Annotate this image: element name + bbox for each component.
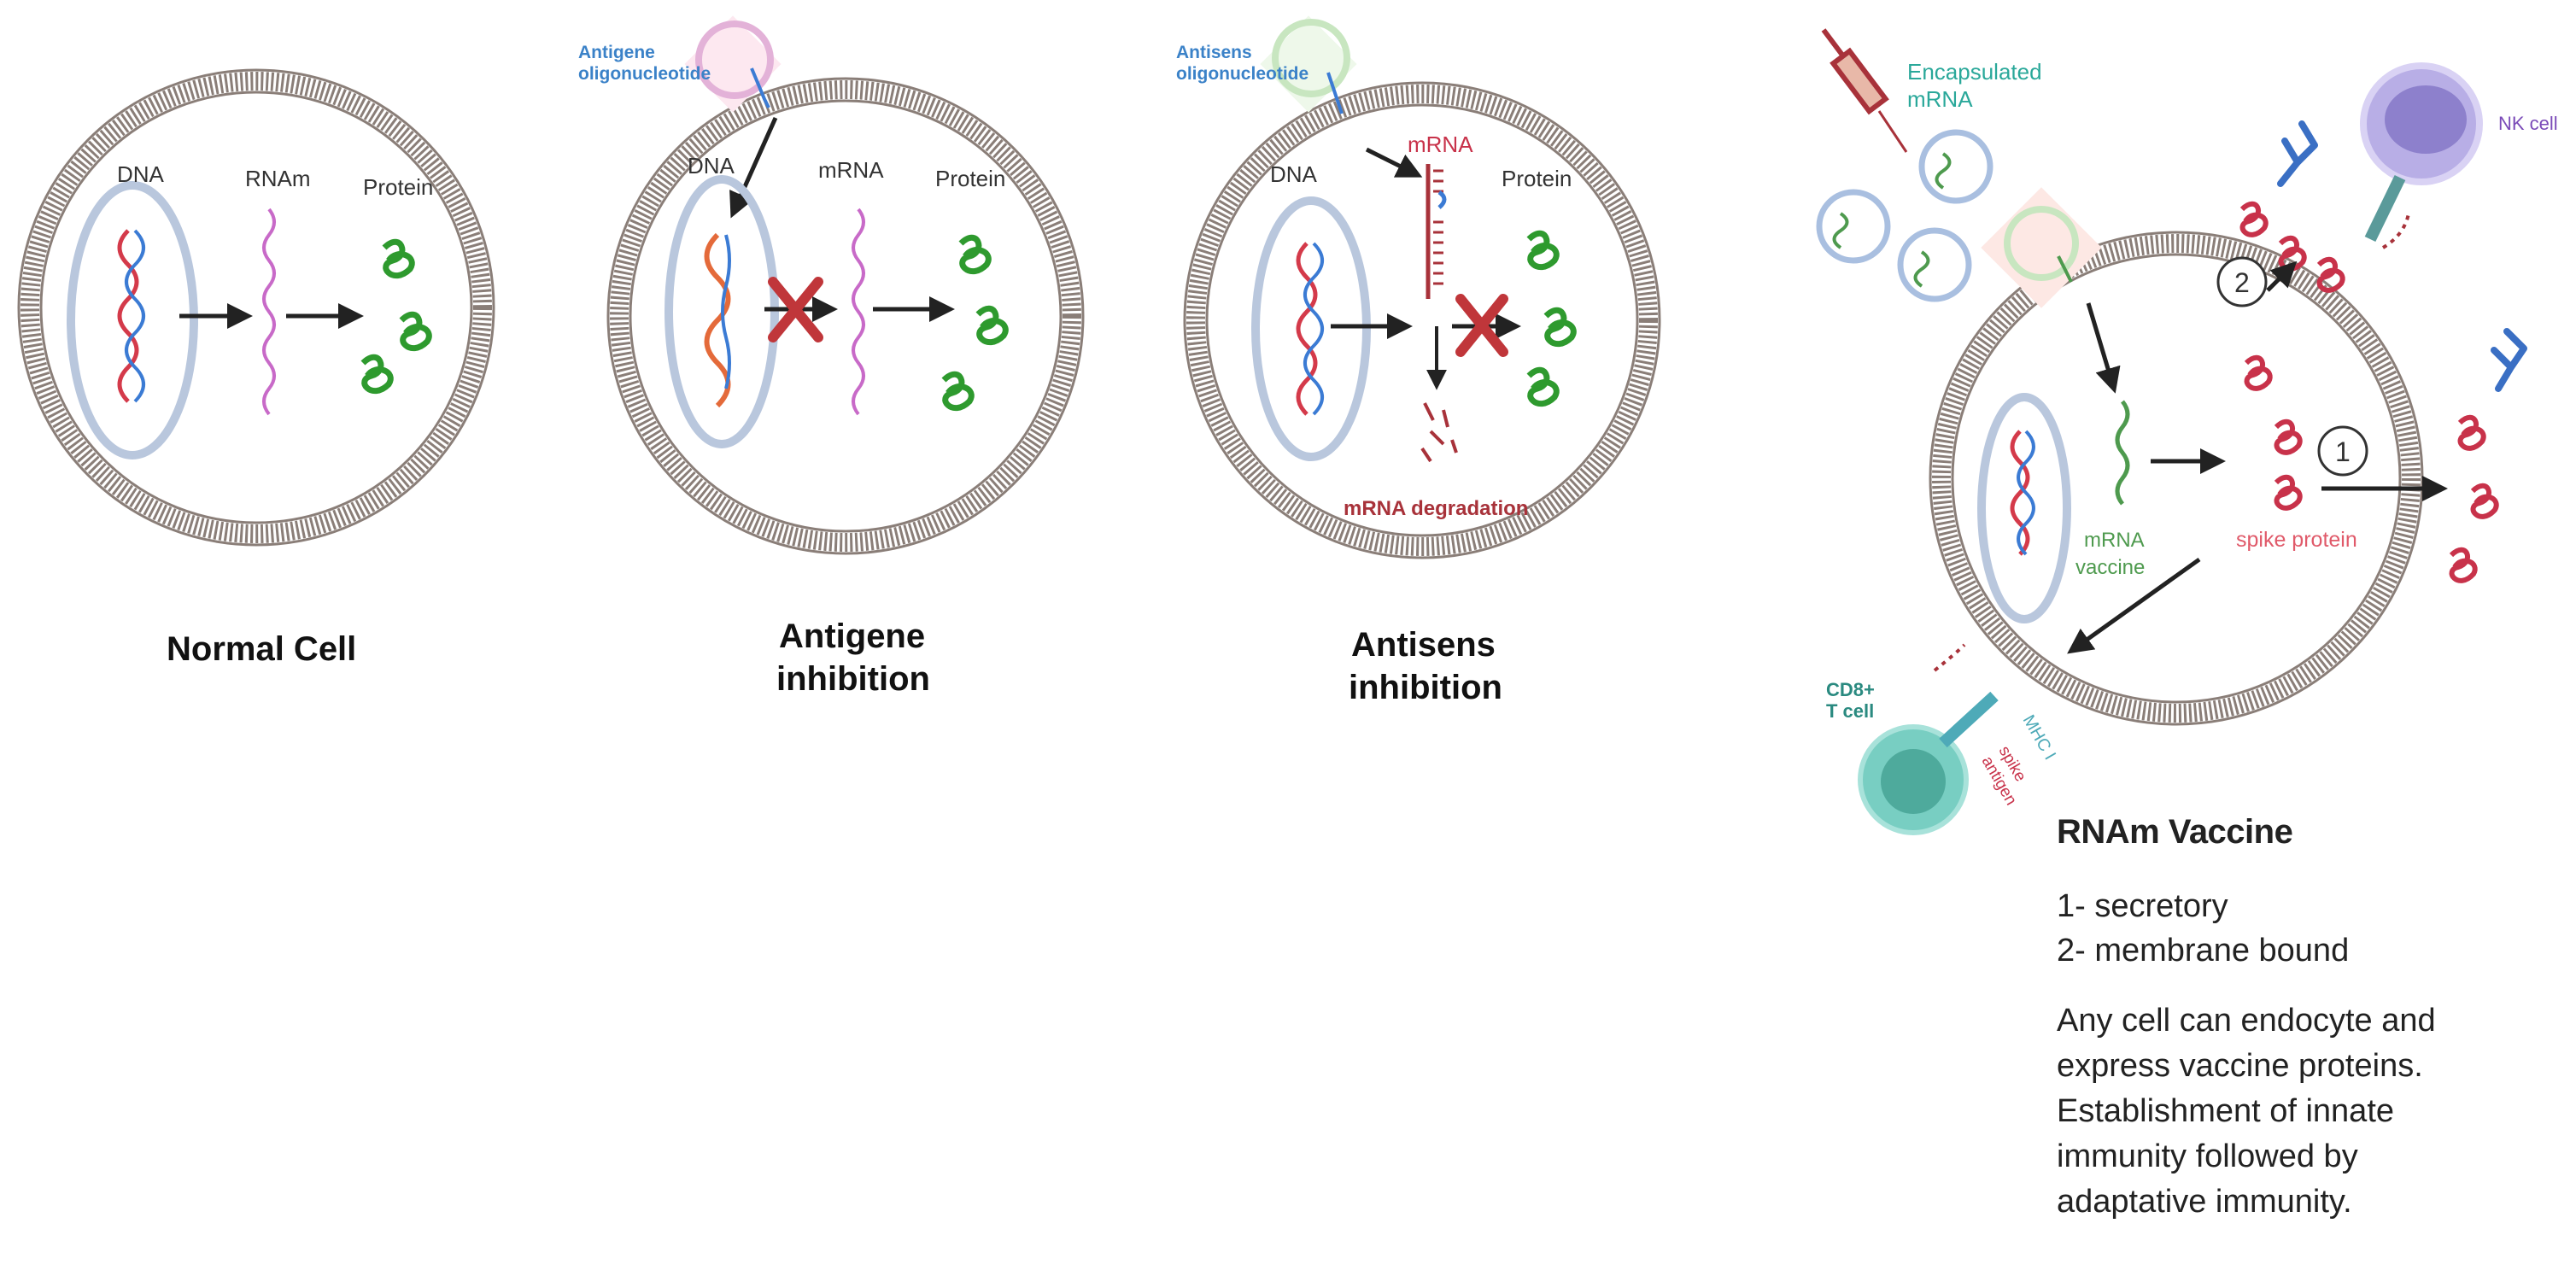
legend-paragraph-line: Establishment of innate	[2057, 1093, 2395, 1129]
protein-label: Protein	[363, 174, 433, 200]
nucleus	[664, 175, 779, 448]
cell-membrane-outer-line	[606, 77, 1085, 555]
panel-caption-line2: inhibition	[776, 660, 930, 698]
degraded-mrna-icon	[1420, 402, 1458, 463]
dna-triplex-strand	[721, 234, 731, 389]
cd8-label-line1: CD8+	[1826, 679, 1875, 700]
liposome-icon	[695, 20, 774, 99]
spike-protein-icon	[2239, 201, 2499, 583]
panel-vaccine: Encapsulated mRNA mRNA vaccine	[1816, 28, 2558, 835]
step-2-number: 2	[2234, 267, 2250, 298]
protein-icon	[1526, 230, 1577, 407]
legend-paragraph-line: Any cell can endocyte and	[2057, 1003, 2436, 1039]
mrna-in-endosome	[2057, 255, 2073, 283]
rna-strand	[262, 208, 276, 416]
oligonucleotide-strand	[750, 67, 770, 108]
nk-cell-label: NK cell	[2498, 113, 2558, 134]
rna-strand	[852, 208, 865, 416]
step-1-number: 1	[2335, 436, 2351, 467]
step-1-badge	[2317, 425, 2368, 477]
nucleus	[67, 181, 198, 459]
mrna-vaccine-strand	[2115, 400, 2130, 506]
legend-paragraph-line: express vaccine proteins.	[2057, 1048, 2423, 1084]
encapsulated-label-line2: mRNA	[1907, 86, 1973, 112]
rna-label: RNAm	[245, 166, 311, 191]
oligo-label-line2: oligonucleotide	[578, 64, 711, 84]
oligo-label-line1: Antigene	[578, 43, 655, 62]
protein-label: Protein	[935, 166, 1005, 191]
dna-strand-secondary	[125, 229, 145, 403]
arrow-mhc-presentation	[2067, 557, 2201, 654]
arrow-oligo-to-dna	[729, 116, 778, 219]
panel-caption-line1: Antisens	[1351, 626, 1496, 664]
mrna-vaccine-label-line2: vaccine	[2075, 556, 2145, 579]
dna-strand-secondary	[1303, 242, 1324, 416]
panel-caption-line2: inhibition	[1349, 669, 1502, 706]
legend-line-secretory: 1- secretory	[2057, 888, 2228, 924]
lipid-nanoparticle-icon	[1816, 129, 1993, 302]
arrow-oligo-to-mrna	[1365, 147, 1423, 178]
panel-caption-line1: Antigene	[779, 618, 925, 655]
dna-strand-secondary	[2017, 430, 2035, 556]
cell-membrane	[20, 72, 492, 543]
mrna-label: mRNA	[1408, 132, 1473, 157]
legend-line-membrane-bound: 2- membrane bound	[2057, 933, 2350, 969]
cell-membrane-outer-line	[1183, 81, 1661, 559]
dna-strand	[117, 229, 139, 403]
step-2-badge	[2216, 256, 2268, 307]
rna-label: mRNA	[818, 157, 884, 183]
dna-strand	[2010, 430, 2030, 556]
liposome-icon	[1272, 19, 1350, 97]
legend-paragraph-line: immunity followed by	[2057, 1138, 2358, 1174]
vaccine-legend: RNAm Vaccine 1- secretory 2- membrane bo…	[2057, 813, 2552, 1225]
oligo-label-line2: oligonucleotide	[1176, 64, 1308, 84]
protein-label: Protein	[1502, 166, 1572, 191]
dna-label: DNA	[1270, 161, 1318, 187]
protein-icon	[360, 238, 432, 394]
uptake-backdrop	[1981, 187, 2102, 308]
cell-membrane-inner-line	[1951, 253, 2402, 704]
cd8-label-line2: T cell	[1826, 700, 1874, 722]
protein-icon	[941, 234, 1009, 411]
legend-title: RNAm Vaccine	[2057, 813, 2293, 851]
cell-membrane-inner-line	[1205, 103, 1639, 537]
cell-membrane	[610, 80, 1081, 552]
cell-membrane-outer-line	[1929, 231, 2424, 726]
cell-membrane-inner-line	[39, 91, 473, 524]
cell-membrane-outer-line	[17, 68, 495, 547]
panel-antigene: Antigene oligonucleotide DNA mRNA Protei…	[578, 15, 1085, 698]
inhibition-x-icon	[1455, 294, 1508, 357]
panel-normal-cell: DNA RNAm Protein Normal Cell	[17, 68, 495, 668]
t-cell-icon	[1858, 643, 1999, 835]
nk-cell-icon	[2360, 62, 2483, 249]
dna-label: DNA	[688, 153, 735, 179]
oligonucleotide-strand	[1326, 72, 1344, 114]
cell-membrane	[1186, 85, 1658, 556]
degradation-label: mRNA degradation	[1344, 497, 1528, 520]
panel-antisens: Antisens oligonucleotide DNA mRNA mRNA d…	[1176, 15, 1661, 706]
panel-caption: Normal Cell	[167, 630, 356, 668]
dna-double-helix	[704, 232, 731, 408]
dna-label: DNA	[117, 161, 165, 187]
mrna-hybrid-icon	[1426, 164, 1447, 299]
dna-strand	[1296, 242, 1318, 416]
nucleus	[1977, 393, 2071, 623]
mrna-vaccine-label-line1: mRNA	[2084, 529, 2145, 552]
arrow-uptake	[2086, 302, 2121, 394]
cell-membrane-inner-line	[629, 99, 1063, 533]
endosome-icon	[2004, 206, 2079, 281]
antibody-icon	[2277, 120, 2527, 392]
nucleus	[1251, 196, 1371, 461]
mhc-label: MHC I	[2019, 712, 2059, 764]
syringe-icon	[1821, 28, 1908, 153]
legend-paragraph-line: adaptative immunity.	[2057, 1184, 2352, 1220]
arrow-membrane-bound	[2266, 260, 2298, 292]
cell-membrane	[1932, 234, 2421, 723]
oligo-label-line1: Antisens	[1176, 43, 1252, 62]
inhibition-x-icon	[768, 277, 823, 342]
encapsulated-label-line1: Encapsulated	[1907, 59, 2042, 85]
spike-protein-label: spike protein	[2236, 528, 2357, 552]
